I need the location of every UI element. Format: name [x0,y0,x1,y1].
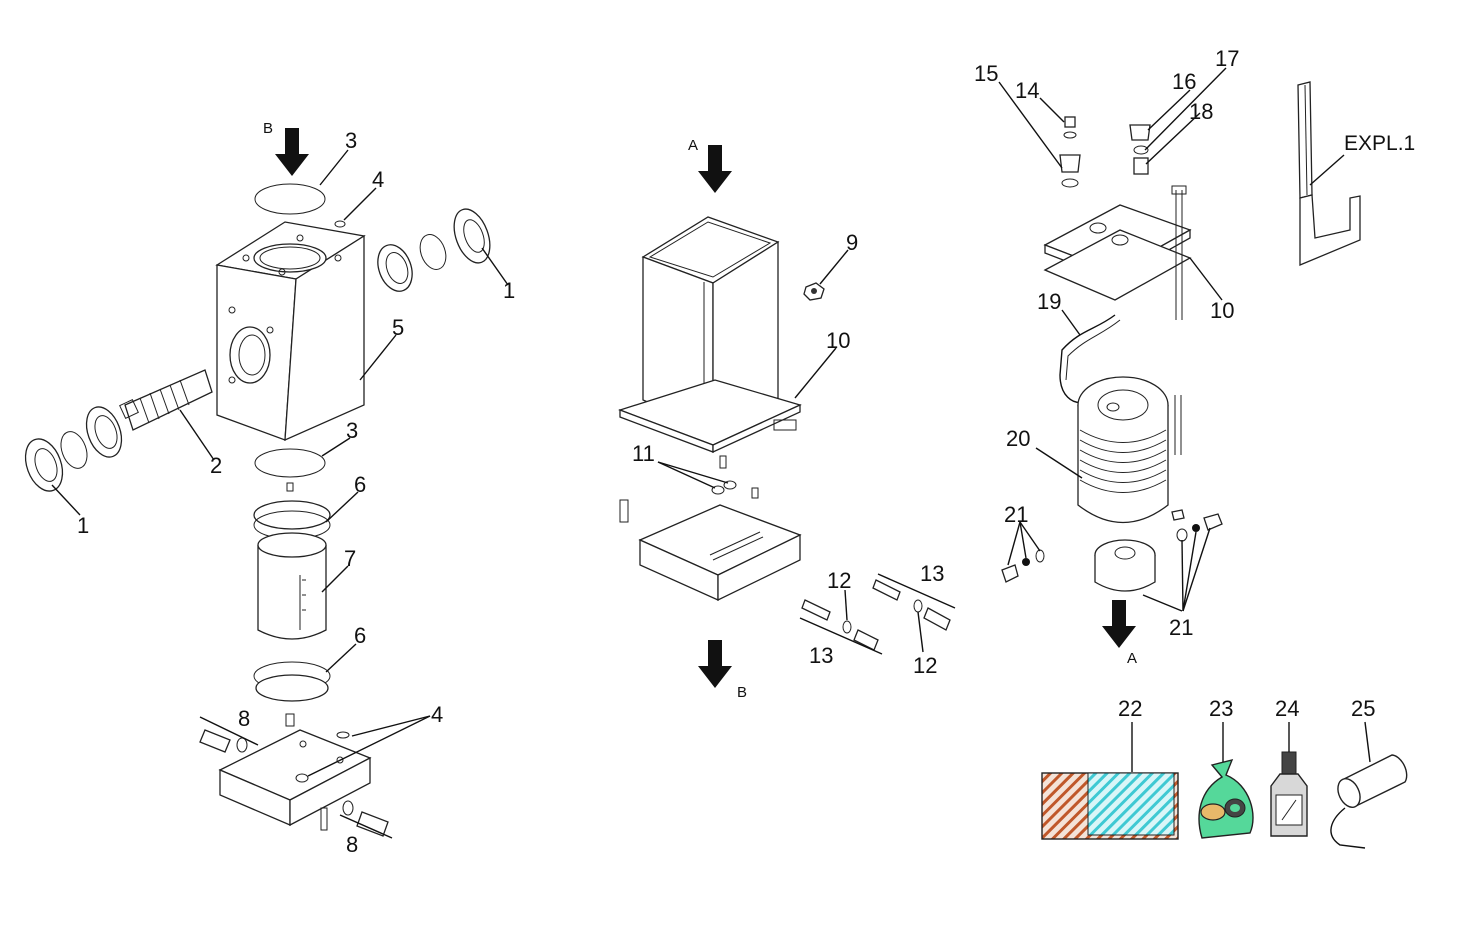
washer-17 [1133,145,1149,155]
right-assembly: A [998,67,1361,667]
label-10-right: 10 [1210,298,1234,323]
arrow-letter-b-center: B [737,684,747,701]
label-18: 18 [1189,99,1213,124]
label-6-top: 6 [354,472,366,497]
o-ring-bottom [254,448,326,478]
motor-20 [1077,376,1182,524]
arrow-letter-a-center: A [688,137,698,154]
glass-cylinder [257,532,327,640]
nut-9 [803,282,825,301]
pump-block [215,221,366,442]
fitting-right [339,800,393,839]
small-o-ring [334,220,346,228]
label-25: 25 [1351,696,1375,721]
label-1-left: 1 [77,513,89,538]
label-3-top: 3 [345,128,357,153]
fitting-12-13-lower [799,599,883,655]
oil-bottle-icon [1270,751,1308,837]
label-7: 7 [344,546,356,571]
retaining-ring-right [419,234,447,270]
bearing-right [377,244,413,292]
label-16: 16 [1172,69,1196,94]
piston-bottom [253,661,331,702]
label-2: 2 [210,453,222,478]
arrow-a-right-icon [1102,600,1136,648]
parts-bag-icon [1198,758,1254,839]
manifold-plate [619,455,802,602]
label-22: 22 [1118,696,1142,721]
label-15: 15 [974,61,998,86]
fitting-12-13-upper [872,573,956,631]
label-4-top: 4 [372,167,384,192]
label-4-bottom: 4 [431,702,443,727]
label-10-center: 10 [826,328,850,353]
label-21-right: 21 [1169,615,1193,640]
label-20: 20 [1006,426,1030,451]
seal-ring-left [24,438,64,492]
label-21-left: 21 [1004,502,1028,527]
coupling-21 [1001,509,1223,592]
bottom-valve-block [218,713,372,831]
arrow-b-bottom-icon [698,640,732,688]
arrow-letter-b-left: B [263,120,273,137]
label-13-lower: 13 [809,643,833,668]
arrow-b-top-icon [275,128,309,176]
piston-top [253,482,331,540]
label-24: 24 [1275,696,1299,721]
fitting-15 [1059,154,1081,188]
label-6-bottom: 6 [354,623,366,648]
cable-icon [1330,754,1408,849]
label-13-upper: 13 [920,561,944,586]
housing-box [618,216,802,454]
label-19: 19 [1037,289,1061,314]
label-17: 17 [1215,46,1239,71]
extraction-tool-icon [1297,81,1361,266]
seal-ring-right [453,208,491,264]
drive-shaft [119,369,213,431]
label-12-lower: 12 [913,653,937,678]
fitting-left [199,716,259,753]
arrow-a-top-icon [698,145,732,193]
left-assembly: B [24,120,509,839]
wire-harness-19 [1059,314,1116,404]
center-assembly: A [618,137,956,701]
label-14: 14 [1015,78,1039,103]
label-23: 23 [1209,696,1233,721]
spacer-18 [1133,157,1149,175]
label-11: 11 [632,441,655,466]
retaining-ring-left [60,431,88,469]
small-o-ring-2 [336,731,350,739]
arrow-letter-a-right: A [1127,650,1137,667]
plug-16 [1129,124,1151,141]
cover-plate [1043,185,1192,320]
label-3-bottom: 3 [346,418,358,443]
label-8-bottom: 8 [346,832,358,857]
label-expl-1: EXPL.1 [1344,132,1415,155]
bearing-left [85,406,123,458]
label-8-top: 8 [238,706,250,731]
label-12-upper: 12 [827,568,851,593]
label-9: 9 [846,230,858,255]
label-1-right: 1 [503,278,515,303]
screw-14 [1063,116,1077,139]
label-5: 5 [392,315,404,340]
o-ring-top [254,183,326,215]
seal-kit-icon [1041,772,1179,840]
